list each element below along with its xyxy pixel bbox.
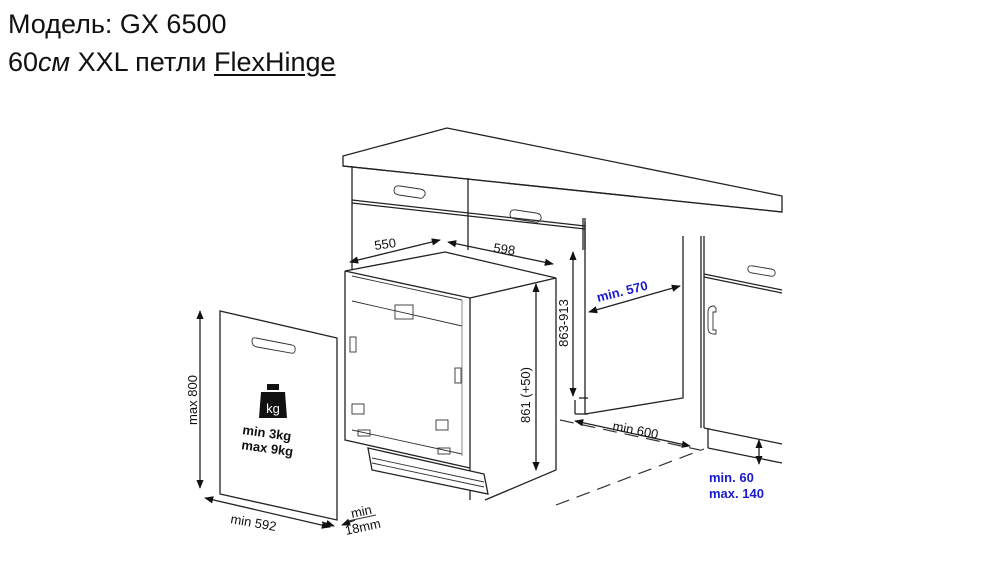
furniture-door-panel: kg min 3kg max 9kg [219, 310, 338, 521]
drawer-handle-icon [509, 209, 542, 223]
svg-text:kg: kg [266, 401, 280, 416]
panel-height-dimension: max 800 [185, 310, 204, 489]
weight-max-label: max 9kg [241, 437, 295, 459]
plinth-max-label: max. 140 [709, 486, 764, 501]
size-unit: см [38, 47, 71, 77]
panel-handle-icon [251, 337, 296, 354]
drawer-handle-icon [393, 185, 426, 199]
hinge-name-link: FlexHinge [213, 47, 336, 77]
width-dimension: 598 [447, 240, 554, 266]
weight-min-label: min 3kg [242, 422, 293, 444]
width-label: 598 [493, 240, 517, 258]
right-cabinet-tall [574, 222, 684, 415]
floor-depth-label: min 600 [611, 418, 659, 442]
appliance-height-label: 861 (+50) [518, 367, 533, 423]
niche-height-dimension: 863-913 [556, 251, 577, 397]
depth-label: 550 [373, 235, 397, 253]
niche-depth-label: min. 570 [595, 278, 649, 305]
weight-kg-icon: kg [259, 384, 287, 418]
panel-width-label: min 592 [229, 511, 277, 534]
countertop [342, 127, 783, 213]
floor-depth-dimension: min 600 [555, 418, 705, 506]
plinth-kickboard [367, 447, 489, 495]
model-title: Модель: GX 6500 [8, 9, 227, 39]
panel-thickness-min-label: min [350, 502, 374, 521]
drawer-handle-icon [747, 265, 776, 277]
niche-height-label: 863-913 [556, 299, 571, 347]
plinth-min-label: min. 60 [709, 470, 754, 485]
appliance-height-dimension: 861 (+50) [518, 283, 540, 471]
door-handle-icon [707, 305, 717, 335]
product-subtitle: 60см XXL петли FlexHinge [8, 46, 336, 78]
size-description: XXL петли [70, 47, 214, 77]
hinge-bracket [394, 304, 414, 320]
niche-depth-dimension: min. 570 [588, 278, 681, 314]
depth-dimension: 550 [349, 235, 441, 264]
panel-height-label: max 800 [185, 375, 200, 425]
right-cabinet-door [700, 236, 783, 464]
size-value: 60 [8, 47, 39, 77]
panel-thickness-value-label: 18mm [344, 516, 382, 538]
panel-thickness-dimension: min 18mm [321, 502, 382, 538]
plinth-height-dimension: min. 60 max. 140 [709, 439, 764, 501]
